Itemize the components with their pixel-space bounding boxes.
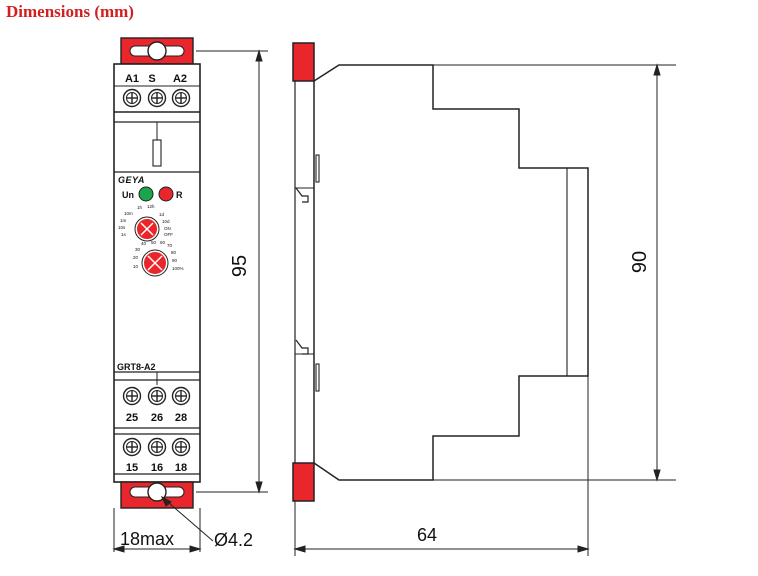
dial-time-label-off: OFF <box>164 232 173 237</box>
dial-pct-label-60: 60 <box>160 240 166 245</box>
dial-time-label-1d: 1d <box>159 212 165 217</box>
dial-time-label-10m: 10m <box>124 211 133 216</box>
side-bottom-clip <box>292 462 315 502</box>
dial-pct-label-70: 70 <box>167 243 173 248</box>
dial-time-label-10d: 10d <box>162 219 170 224</box>
model-label: GRT8-A2 <box>117 362 156 372</box>
dim-width-front: 18max <box>120 529 174 549</box>
percent-dial <box>141 249 169 277</box>
led-un-label: Un <box>122 190 134 200</box>
terminal-label-a2: A2 <box>173 73 187 85</box>
terminal-label-26: 26 <box>151 412 163 424</box>
top-mount-hole <box>147 41 167 61</box>
dim-height-front: 95 <box>229 255 251 277</box>
time-dial <box>134 216 160 242</box>
led-un <box>138 186 154 202</box>
dial-pct-label-80: 80 <box>171 250 177 255</box>
terminal-label-28: 28 <box>175 412 187 424</box>
terminal-label-16: 16 <box>151 462 163 474</box>
dial-pct-label-10: 10 <box>133 264 139 269</box>
label-window <box>152 139 162 167</box>
dial-pct-label-30: 30 <box>135 247 141 252</box>
front-dimension-lines <box>112 49 268 553</box>
dial-pct-label-100: 100% <box>172 266 184 271</box>
terminal-label-s: S <box>148 73 155 85</box>
dim-height-side: 90 <box>629 251 651 273</box>
terminal-label-25: 25 <box>126 412 138 424</box>
dial-pct-label-40: 40 <box>141 241 147 246</box>
dial-time-label-1h: 1h <box>137 205 143 210</box>
dim-hole: Ø4.2 <box>214 530 253 550</box>
dial-time-label-1m: 1m <box>120 218 127 223</box>
dial-time-label-10s: 10s <box>118 225 126 230</box>
dim-depth: 64 <box>417 525 437 545</box>
brand-logo: GEYA <box>118 175 145 185</box>
dial-time-label-12h: 12h <box>147 204 155 209</box>
side-dimension-lines <box>293 63 676 556</box>
dial-time-label-1s: 1s <box>121 232 127 237</box>
front-view <box>113 37 201 509</box>
side-top-clip <box>292 42 315 82</box>
terminal-label-a1: A1 <box>125 73 139 85</box>
dial-time-label-on: ON <box>164 226 171 231</box>
side-view <box>292 42 589 502</box>
dial-pct-label-20: 20 <box>133 255 139 260</box>
page-title: Dimensions (mm) <box>6 2 134 21</box>
terminal-label-15: 15 <box>126 462 138 474</box>
led-r <box>158 186 174 202</box>
led-r-label: R <box>176 190 183 200</box>
dial-pct-label-50: 50 <box>151 240 157 245</box>
dial-pct-label-90: 90 <box>172 258 178 263</box>
terminal-label-18: 18 <box>175 462 187 474</box>
